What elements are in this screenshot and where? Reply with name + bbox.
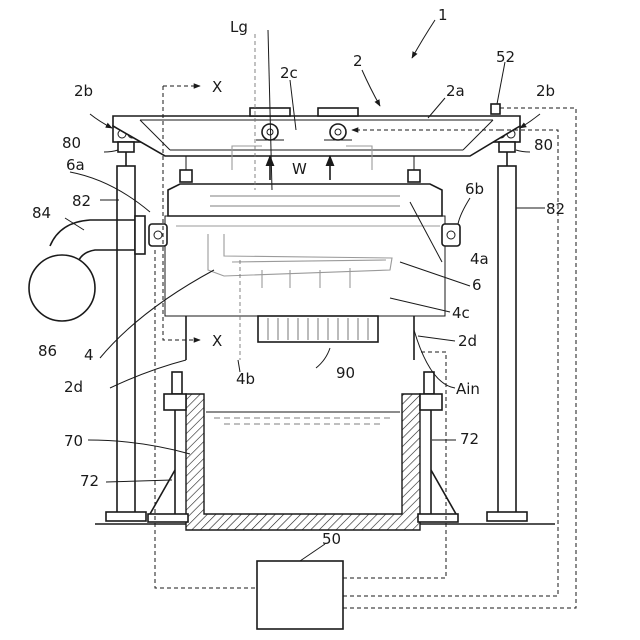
- label-2c: 2c: [280, 64, 298, 82]
- label-1: 1: [438, 6, 448, 24]
- label-52: 52: [496, 48, 515, 66]
- label-72-left: 72: [80, 472, 99, 490]
- label-86: 86: [38, 342, 57, 360]
- workpiece: [258, 316, 378, 342]
- label-lg: Lg: [230, 18, 248, 36]
- label-x-bottom: X: [212, 332, 222, 350]
- label-70: 70: [64, 432, 83, 450]
- label-6: 6: [472, 276, 482, 294]
- label-90: 90: [336, 364, 355, 382]
- frame-top: [113, 104, 520, 156]
- controller-box: [257, 561, 343, 629]
- hood-internals: [208, 234, 392, 288]
- hood: [165, 184, 445, 316]
- label-2: 2: [353, 52, 363, 70]
- fan: [29, 255, 95, 321]
- label-2b-right: 2b: [536, 82, 555, 100]
- label-82-right: 82: [546, 200, 565, 218]
- reference-labels: 1 2 2a 2b 2b 2c 52 Lg X X W 80 80 6a 6b …: [32, 6, 565, 548]
- label-4c: 4c: [452, 304, 470, 322]
- post-right: [487, 166, 527, 521]
- label-80-left: 80: [62, 134, 81, 152]
- label-84: 84: [32, 204, 51, 222]
- sensor-box: [491, 104, 500, 114]
- stand-left: [148, 372, 188, 522]
- label-2b-left: 2b: [74, 82, 93, 100]
- label-6a: 6a: [66, 156, 85, 174]
- label-2d-right: 2d: [458, 332, 477, 350]
- stand-right: [418, 372, 458, 522]
- label-w: W: [292, 160, 307, 178]
- tank: [186, 394, 420, 530]
- label-4b: 4b: [236, 370, 255, 388]
- label-82-left: 82: [72, 192, 91, 210]
- label-80-right: 80: [534, 136, 553, 154]
- label-72-right: 72: [460, 430, 479, 448]
- bracket-left: [149, 224, 167, 246]
- label-2d-left: 2d: [64, 378, 83, 396]
- label-4: 4: [84, 346, 94, 364]
- label-ain: Ain: [456, 380, 480, 398]
- label-x-top: X: [212, 78, 222, 96]
- bracket-right: [442, 224, 460, 246]
- label-50: 50: [322, 530, 341, 548]
- label-6b: 6b: [465, 180, 484, 198]
- label-4a: 4a: [470, 250, 489, 268]
- label-2a: 2a: [446, 82, 465, 100]
